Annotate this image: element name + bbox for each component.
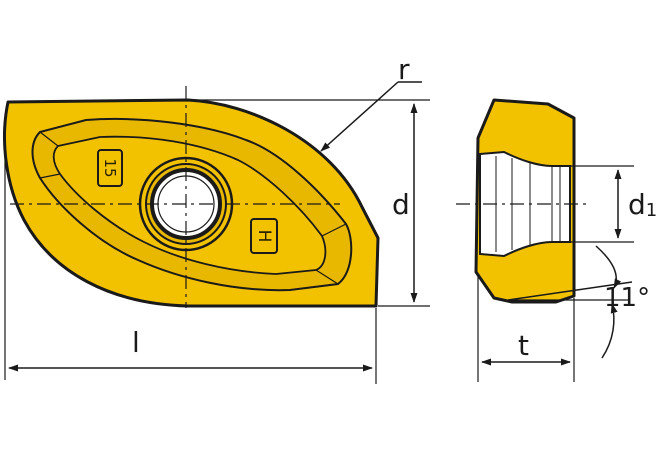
clearance-angle-label: 11° <box>604 283 650 313</box>
hole-diameter-dimension <box>562 165 634 243</box>
front-view: 15 H <box>3 86 380 308</box>
corner-radius-label: r <box>398 53 410 86</box>
corner-radius-dimension: r <box>320 53 422 152</box>
thickness-label: t <box>518 329 529 362</box>
code-marking-text: H <box>254 230 274 243</box>
length-label: l <box>132 326 140 359</box>
clearance-angle-dimension <box>507 245 633 359</box>
size-marking-text: 15 <box>101 158 119 177</box>
hole-diameter-subscript: 1 <box>646 200 657 221</box>
side-view <box>456 98 586 304</box>
height-label: d <box>392 188 410 221</box>
chamfer-lines <box>39 131 347 285</box>
size-marking: 15 <box>97 149 123 187</box>
hole-diameter-label: d1 <box>628 188 657 221</box>
thickness-dimension <box>477 276 575 382</box>
length-dimension <box>4 126 377 384</box>
height-dimension <box>192 99 430 307</box>
hole-diameter-symbol: d <box>628 188 646 221</box>
code-marking: H <box>250 218 278 254</box>
center-lines <box>10 86 340 308</box>
